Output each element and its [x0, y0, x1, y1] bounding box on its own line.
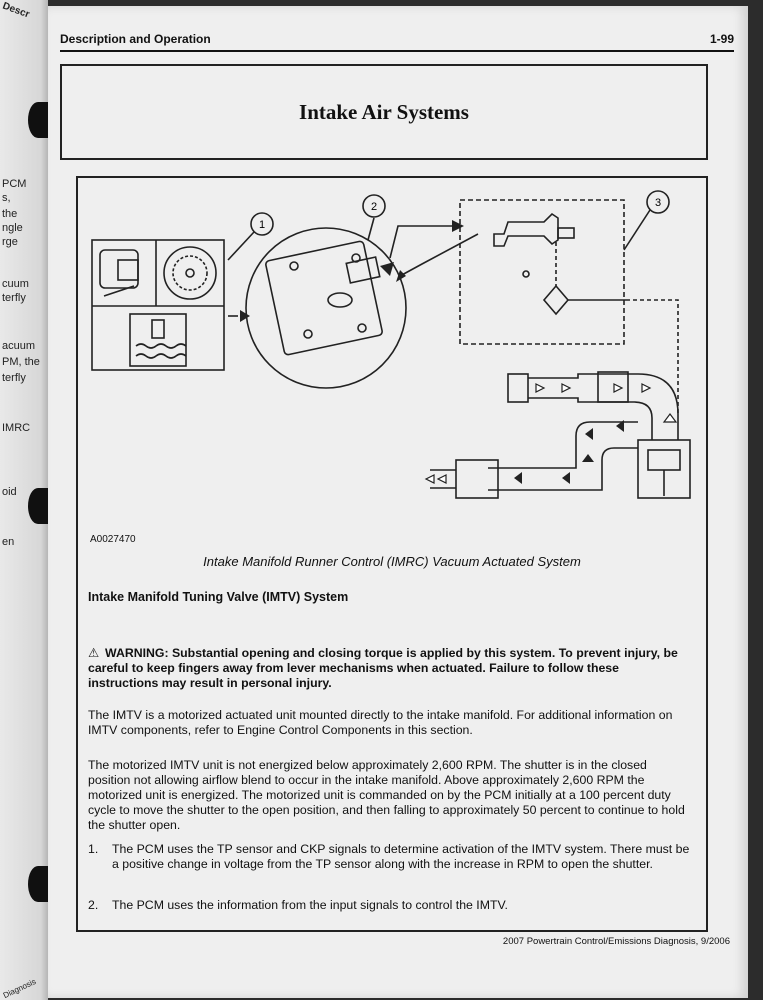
left-page-fragment: rge	[2, 236, 18, 248]
air-filter-sketch	[507, 373, 529, 403]
page-number: 1-99	[709, 32, 734, 46]
page-header: Description and Operation 1-99	[60, 32, 734, 52]
manual-page: Description and Operation 1-99 Intake Ai…	[48, 6, 748, 998]
page-title: Intake Air Systems	[299, 100, 469, 124]
left-page-fragment: oid	[2, 486, 17, 498]
arrow-icon	[514, 472, 522, 484]
callout-2	[362, 194, 386, 218]
callout-3	[646, 190, 670, 214]
airflow-arrow-icon	[613, 383, 624, 393]
throttle-body-sketch	[455, 459, 499, 499]
left-page-fragment: IMRC	[2, 422, 31, 434]
arrow-icon	[380, 262, 394, 276]
left-page-fragment: terfly	[2, 292, 26, 304]
paragraph-2: The motorized IMTV unit is not energized…	[88, 758, 685, 832]
section-title: Description and Operation	[60, 32, 211, 46]
callout-number-3: 3	[655, 197, 661, 209]
figure-id: A0027470	[90, 534, 136, 545]
figure-frame: 1 2 3 A0027470 Intake Manifold Runner Cont…	[76, 176, 708, 932]
warning-block: ⚠WARNING: Substantial opening and closin…	[88, 646, 690, 691]
airflow-arrow-icon	[436, 474, 447, 484]
callout-number-1: 1	[259, 219, 265, 231]
arrow-icon	[562, 472, 570, 484]
arrow-icon	[396, 270, 406, 282]
imrc-diagram: 1 2 3	[91, 190, 691, 499]
arrow-icon	[452, 220, 464, 232]
engine-block-sketch	[637, 439, 691, 499]
intake-tube	[528, 373, 679, 440]
airflow-arrow-icon	[561, 383, 572, 393]
tp-sensor-sketch	[99, 249, 139, 289]
left-page-fragment: acuum	[2, 340, 36, 352]
arrow-icon	[582, 454, 594, 462]
list-number: 1.	[88, 842, 99, 856]
callout-number-2: 2	[371, 201, 377, 213]
list-text: The PCM uses the TP sensor and CKP signa…	[112, 842, 690, 871]
binder-hole	[28, 866, 48, 902]
page-footer: 2007 Powertrain Control/Emissions Diagno…	[502, 936, 730, 947]
left-page-corner-text: Diagnosis	[1, 976, 38, 1000]
left-page-corner-text: Descr	[0, 0, 31, 21]
pcm-circle	[245, 227, 407, 389]
warning-text: WARNING: Substantial opening and closing…	[88, 646, 678, 690]
ckp-wheel-sketch	[163, 246, 217, 300]
section-heading: Intake Manifold Tuning Valve (IMTV) Syst…	[88, 590, 349, 604]
intake-return-duct	[488, 447, 638, 491]
left-page-fragment: the	[2, 208, 18, 220]
airflow-arrow-icon	[662, 413, 678, 423]
vacuum-actuator	[542, 284, 570, 316]
callout-1	[250, 212, 274, 236]
vacuum-solenoid-box	[459, 199, 625, 345]
airflow-arrow-icon	[535, 383, 546, 393]
left-page-edge: Descr PCM s, the ngle rge cuum terfly ac…	[0, 0, 48, 1000]
arrow-icon	[240, 310, 250, 322]
warning-triangle-icon: ⚠	[88, 646, 100, 660]
left-page-fragment: en	[2, 536, 15, 548]
left-page-fragment: s,	[2, 192, 11, 204]
list-text: The PCM uses the information from the in…	[112, 898, 508, 912]
binder-hole	[28, 102, 48, 138]
sensor-panel	[91, 239, 225, 371]
paragraph-1: The IMTV is a motorized actuated unit mo…	[88, 708, 673, 737]
left-page-fragment: terfly	[2, 372, 26, 384]
pcm-module	[265, 240, 383, 356]
coolant-sensor-sketch	[129, 313, 187, 367]
arrow-icon	[616, 420, 624, 432]
figure-caption: Intake Manifold Runner Control (IMRC) Va…	[203, 554, 581, 569]
binder-hole	[28, 488, 48, 524]
left-page-fragment: ngle	[2, 222, 23, 234]
left-page-fragment: cuum	[2, 278, 29, 290]
title-box: Intake Air Systems	[60, 64, 708, 160]
left-page-fragment: PCM	[2, 178, 27, 190]
arrow-icon	[585, 428, 593, 440]
left-page-fragment: PM, the	[2, 356, 40, 368]
airflow-arrow-icon	[424, 474, 435, 484]
airflow-arrow-icon	[641, 383, 652, 393]
vacuum-solenoid	[493, 212, 559, 247]
list-number: 2.	[88, 898, 99, 912]
